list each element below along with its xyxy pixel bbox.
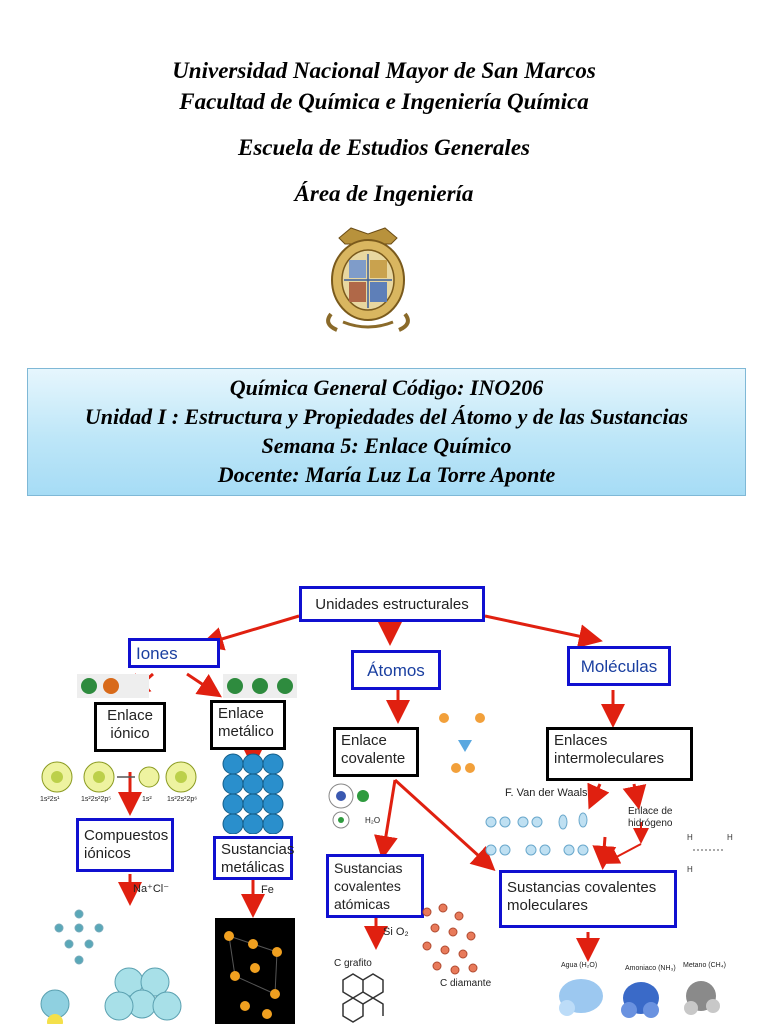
svg-text:H: H — [687, 865, 693, 874]
university-name: Universidad Nacional Mayor de San Marcos — [172, 58, 596, 83]
ion-charges-icon — [77, 674, 149, 698]
label-c-grafito: C grafito — [334, 958, 372, 969]
label-line: moleculares — [507, 897, 588, 914]
label-van-der-waals: F. Van der Waals — [505, 787, 588, 799]
electron-transfer-diagram-icon — [41, 761, 197, 793]
van-der-waals-molecules-icon — [485, 812, 589, 856]
node-enlace-ionico: Enlace iónico — [94, 702, 166, 752]
label-h2o: H₂O — [365, 816, 381, 825]
label-line: Compuestos — [84, 827, 169, 844]
atom-orbit-icon — [328, 783, 369, 829]
label-c-diamante: C diamante — [440, 978, 492, 989]
label-line: iónico — [110, 725, 150, 742]
area-name: Área de Ingeniería — [294, 181, 474, 206]
label-config-f-ion: 1s²2s²2p⁶ — [167, 796, 198, 803]
node-compuestos-ionicos: Compuestos iónicos — [76, 818, 174, 872]
label-line: iónicos — [84, 845, 131, 862]
graphite-structure-icon — [342, 973, 384, 1023]
svg-text:H: H — [727, 833, 733, 842]
node-atomos: Átomos — [351, 650, 441, 690]
svg-text:H: H — [687, 833, 693, 842]
label-fe: Fe — [261, 884, 274, 896]
label-line: Enlace — [107, 707, 153, 724]
metal-ions-icon — [223, 674, 297, 698]
label-na-cl: Na⁺Cl⁻ — [133, 883, 170, 895]
label-line: Enlace — [341, 732, 387, 749]
label-line: atómicas — [334, 896, 391, 912]
course-teacher: Docente: María Luz La Torre Aponte — [217, 462, 556, 487]
node-enlace-covalente: Enlace covalente — [333, 727, 419, 777]
label-config-f: 1s²2s²2p⁵ — [81, 796, 112, 803]
nacl-crystal-icon — [40, 909, 182, 1024]
iron-lattice-icon — [215, 918, 295, 1024]
molecule-models-icon — [559, 979, 720, 1018]
university-seal-icon — [326, 227, 410, 332]
label-si-o2: Si O₂ — [383, 926, 409, 938]
label-config-li-ion: 1s² — [142, 796, 152, 803]
faculty-name: Facultad de Química e Ingeniería Química — [179, 89, 589, 114]
label-metano: Metano (CH₄) — [683, 962, 726, 969]
label-enlace-hidrogeno: Enlace de hidrógeno — [628, 806, 672, 830]
node-iones: Iones — [128, 638, 220, 668]
node-sustancias-metalicas: Sustancias metálicas — [213, 836, 295, 880]
label-line: covalentes — [334, 878, 401, 894]
metal-lattice-icon — [222, 753, 284, 834]
course-week: Semana 5: Enlace Químico — [261, 433, 512, 458]
label-line: Sustancias covalentes — [507, 879, 657, 896]
node-sustancias-covalentes-moleculares: Sustancias covalentes moleculares — [499, 870, 677, 928]
concept-map: Unidades estructurales Iones Átomos Molé… — [35, 582, 735, 1024]
label-line: hidrógeno — [628, 818, 673, 829]
course-info-box: Química General Código: INO206 Unidad I … — [27, 368, 746, 496]
node-enlaces-intermoleculares: Enlaces intermoleculares — [546, 727, 693, 781]
label-line: covalente — [341, 750, 406, 767]
course-unit: Unidad I : Estructura y Propiedades del … — [84, 404, 689, 429]
node-unidades-estructurales: Unidades estructurales — [299, 586, 485, 622]
label-line: Enlace de — [628, 806, 673, 817]
silica-structure-icon — [422, 903, 478, 975]
label-line: intermoleculares — [554, 750, 665, 767]
school-name: Escuela de Estudios Generales — [238, 135, 530, 160]
label-config-li: 1s²2s¹ — [40, 796, 60, 803]
course-name: Química General Código: INO206 — [229, 375, 544, 400]
label-amoniaco: Amoniaco (NH₃) — [625, 965, 676, 972]
node-sustancias-covalentes-atomicas: Sustancias covalentes atómicas — [326, 854, 424, 918]
label-line: Sustancias — [334, 860, 403, 876]
label-line: metálicas — [221, 859, 285, 876]
label-line: Enlace — [218, 705, 264, 722]
concept-map-arrows — [118, 614, 649, 962]
node-enlace-metalico: Enlace metálico — [210, 700, 286, 750]
label-line: metálico — [218, 723, 274, 740]
label-agua: Agua (H₂O) — [561, 962, 598, 969]
node-moleculas: Moléculas — [567, 646, 671, 686]
label-line: Sustancias — [221, 841, 295, 858]
label-line: Enlaces — [554, 732, 608, 749]
covalent-formation-icon — [439, 713, 485, 773]
hydrogen-bond-diagram-icon: H H H — [687, 833, 733, 874]
